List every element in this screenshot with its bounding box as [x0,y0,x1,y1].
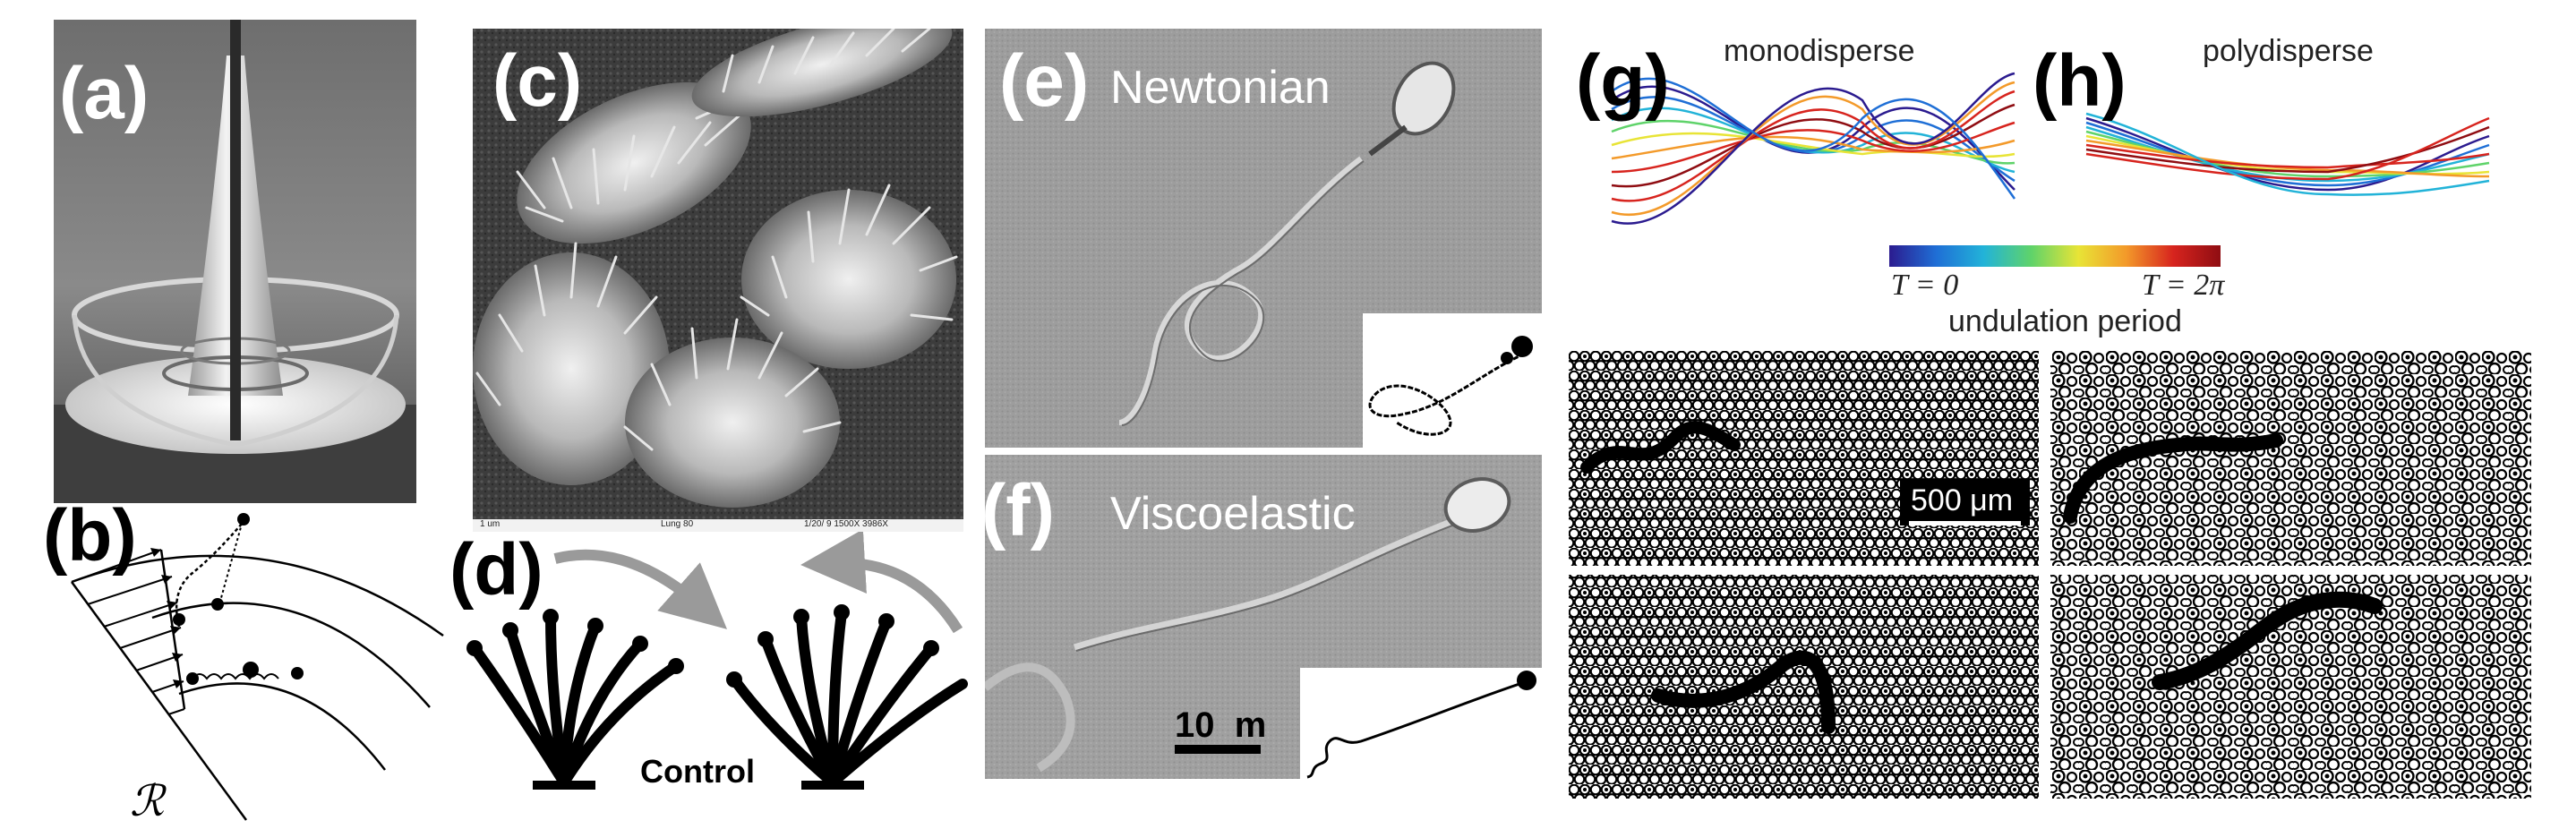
rod-climbing-image [54,20,416,503]
sem-cilia-image [473,29,963,532]
cilia-tuft-bottom-left [473,242,680,485]
granular-grid: 500 μm [1569,351,2531,799]
swimmer-mono-top [1580,421,1741,474]
panel-b-streamline-sketch: (b) ℛ [36,501,457,829]
cilia-tuft-top-right [691,29,953,117]
panel-label-c: (c) [492,40,583,122]
scale-bar-10um: 10 m [1175,705,1267,745]
panel-g-monodisperse: (g) monodisperse [1576,20,2024,261]
cilia-beat-diagram [466,532,968,790]
cilia-group-right [729,607,968,788]
panel-h-polydisperse: (h) polydisperse [2033,20,2507,261]
newtonian-title: Newtonian [1110,62,1331,114]
colorbar-right-label: T = 2π [2142,269,2225,302]
swimmer-mono-bottom [1651,650,1836,734]
control-caption: Control [640,753,755,790]
granular-snapshots [1569,351,2531,799]
cilia-tuft-top [516,81,751,244]
panel-label-f: (f) [985,470,1055,551]
panel-label-g: (g) [1576,40,1670,122]
inset-trace-e [1368,336,1533,436]
granular-mono-bottom [1569,575,2039,799]
panel-f-viscoelastic-micrograph: (f) Viscoelastic 10 m [985,455,1542,779]
monodisperse-waveforms [1611,72,2016,225]
swimmer-poly-bottom [2152,591,2383,690]
panel-a-rod-climbing-photo: (a) [54,20,416,503]
polydisperse-waveforms [2085,112,2490,196]
cilia-group-left [469,611,681,788]
panel-e-newtonian-micrograph: (e) Newtonian [985,29,1542,448]
polydisperse-title: polydisperse [2203,34,2374,68]
sem-footer-left: 1 um [480,519,501,529]
sem-footer-middle: Lung 80 [661,519,694,529]
inset-trace-f [1306,671,1536,779]
viscoelastic-title: Viscoelastic [1110,488,1356,540]
sem-footer-right: 1/20/ 9 1500X 3986X [804,519,888,529]
scale-bar-500um-bg [1900,479,2030,526]
panel-label-b: (b) [43,501,137,577]
panel-label-h: (h) [2033,40,2127,122]
viscoelastic-micrograph-image [985,455,1542,779]
colorbar-left-label: T = 0 [1891,269,1959,302]
scale-bar-500um: 500 μm [1911,483,2014,517]
cilia-tuft-bottom [623,318,842,508]
undulation-colorbar: T = 0 T = 2π undulation period [1880,242,2256,345]
streamline-diagram [70,513,444,821]
swimmer-poly-top [2063,433,2283,524]
monodisperse-title: monodisperse [1724,34,1915,68]
panel-d-cilia-beat-sketch: (d) Control [448,532,985,809]
panel-label-e: (e) [999,40,1090,122]
panel-c-sem-cilia: 1 um Lung 80 1/20/ 9 1500X 3986X (c) [473,29,963,532]
panel-label-d: (d) [449,532,543,611]
colorbar-caption: undulation period [1948,304,2182,338]
newtonian-micrograph-image [985,29,1542,448]
colorbar-gradient [1889,245,2221,267]
panel-label-a: (a) [59,53,150,134]
cilia-tuft-right [740,184,958,369]
radius-symbol: ℛ [130,778,165,825]
